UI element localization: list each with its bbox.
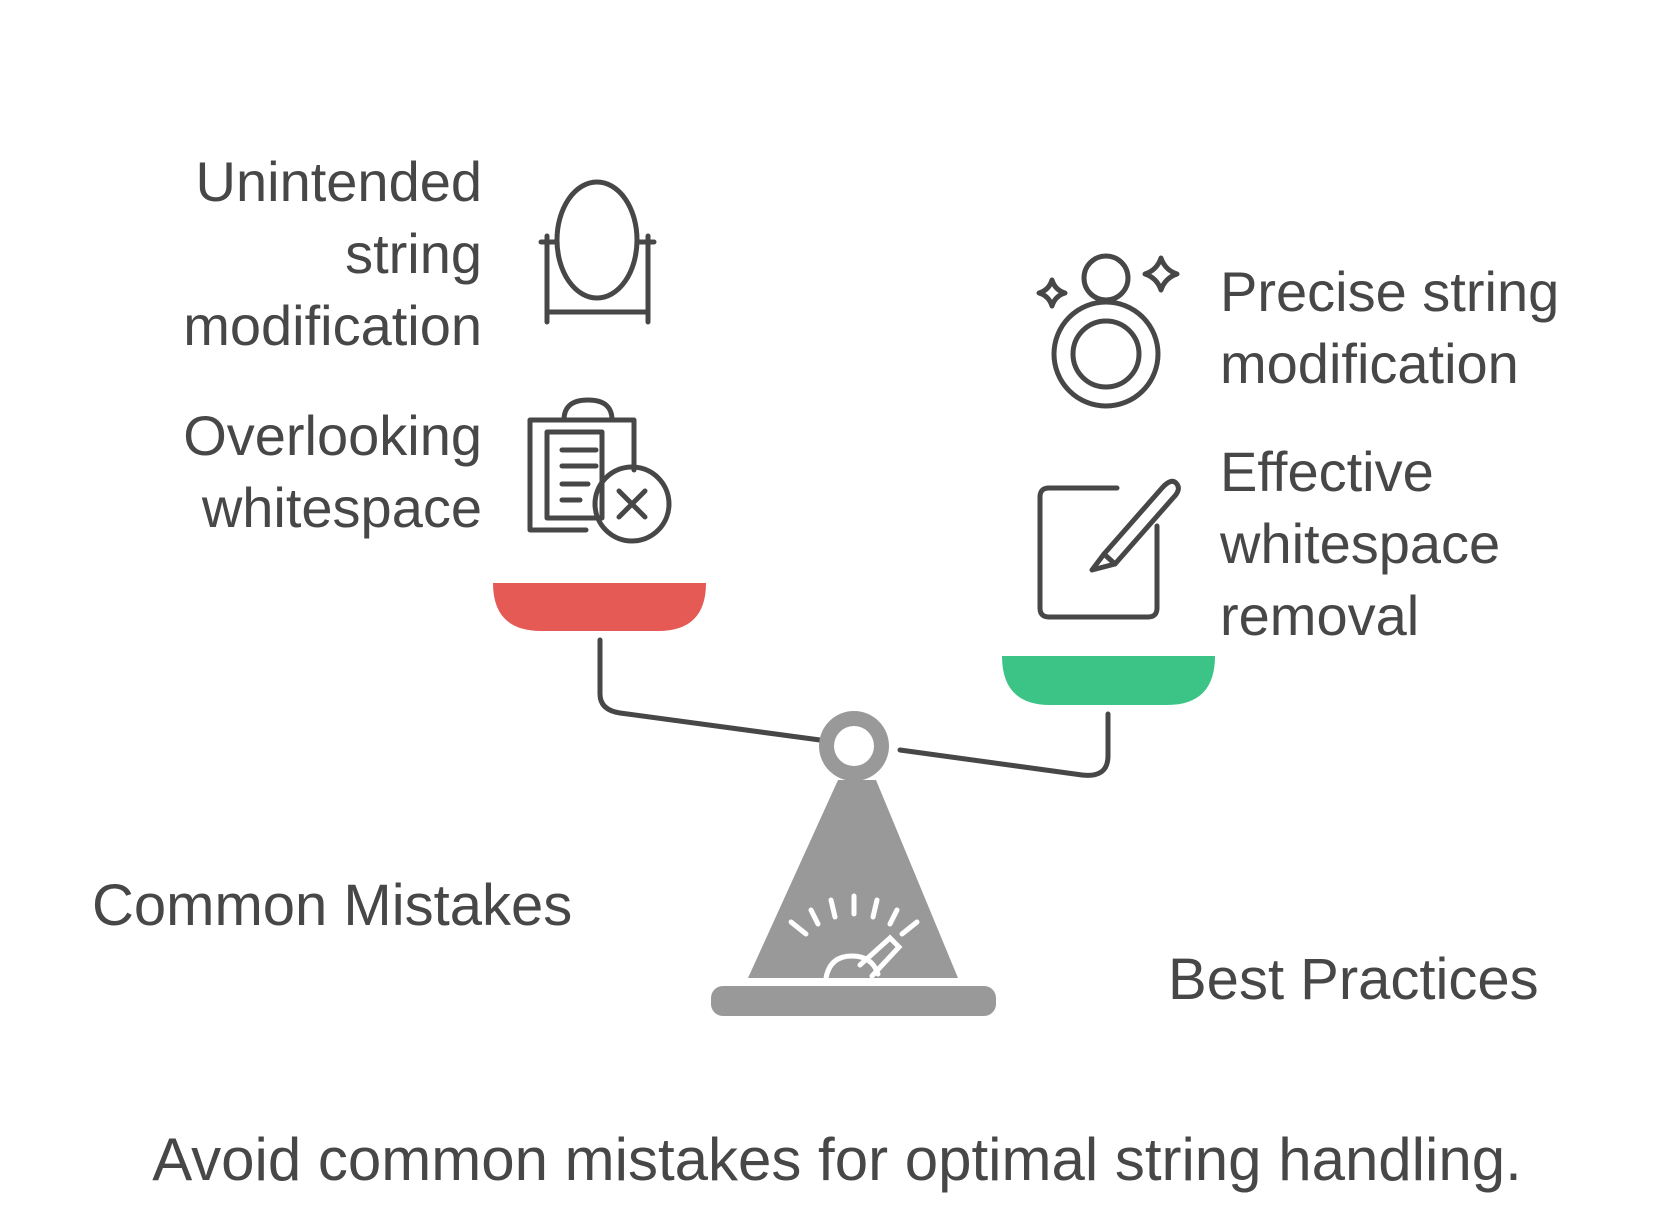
edit-note-icon: [1037, 478, 1181, 620]
label-line: whitespace: [201, 476, 482, 539]
mistake-unintended-label: Unintended string modification: [80, 146, 482, 362]
left-pan: [493, 583, 706, 631]
label-line: Unintended: [195, 150, 482, 213]
label-line: Effective: [1220, 440, 1434, 503]
best-practices-title: Best Practices: [1168, 947, 1539, 1012]
common-mistakes-title: Common Mistakes: [92, 873, 573, 938]
gauge-icon: [788, 893, 920, 981]
scale-beam: [597, 637, 1111, 778]
mistake-overlooking-label: Overlooking whitespace: [80, 400, 482, 544]
diagram-caption: Avoid common mistakes for optimal string…: [152, 1126, 1522, 1193]
label-line: Precise string: [1220, 260, 1560, 323]
label-line: string: [345, 222, 482, 285]
label-line: modification: [1220, 332, 1519, 395]
practice-precise-label: Precise string modification: [1220, 256, 1559, 400]
label-line: removal: [1220, 584, 1420, 647]
practice-effective-label: Effective whitespace removal: [1220, 436, 1500, 652]
mirror-icon: [538, 179, 657, 325]
clipboard-x-icon: [527, 397, 672, 544]
label-line: Overlooking: [183, 404, 482, 467]
right-pan: [1002, 656, 1215, 705]
ring-sparkle-icon: [1036, 253, 1180, 409]
label-line: modification: [183, 294, 482, 357]
label-line: whitespace: [1220, 512, 1501, 575]
